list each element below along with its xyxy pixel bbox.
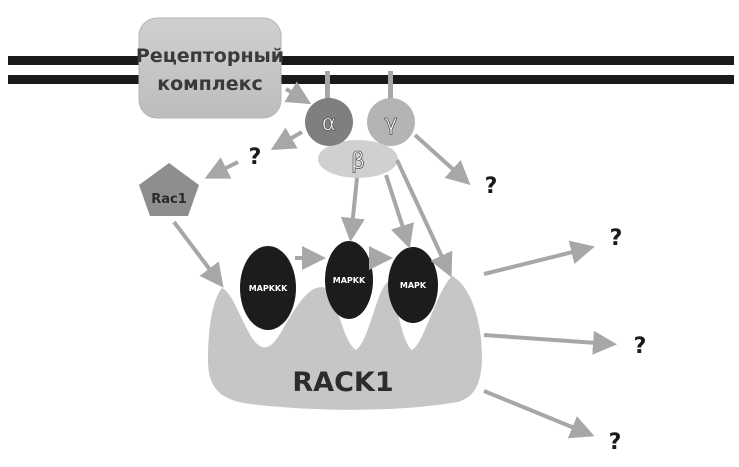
unknown-gamma-target: ? [485, 174, 498, 199]
arrow-rack1-to-unknown-3 [483, 389, 595, 439]
alpha-anchor [325, 71, 330, 101]
kinase-mapkkk: MAPKKK [240, 246, 296, 330]
receptor-label-line2: комплекс [157, 73, 263, 95]
rac1-label: Rac1 [151, 192, 187, 207]
g-protein: α γ β [305, 98, 415, 178]
arrow-receptor-to-alpha [284, 81, 312, 105]
membrane-outer-line [8, 56, 734, 65]
arrow-rack1-to-unknown-2 [483, 330, 617, 355]
arrow-beta-to-mapkk [340, 177, 365, 242]
arrow-beta-to-rack1 [395, 159, 453, 278]
mapk-label: MAPK [400, 281, 427, 290]
unknown-rack1-target-1: ? [610, 226, 623, 251]
membrane-inner-line [8, 75, 734, 84]
rac1-node: Rac1 [139, 163, 199, 216]
rack1-label: RACK1 [292, 367, 393, 398]
kinase-mapkk: MAPKK [325, 241, 373, 319]
beta-subunit [318, 140, 398, 178]
mapkkk-label: MAPKKK [249, 284, 288, 293]
unknown-rack1-target-2: ? [634, 334, 647, 359]
kinase-mapk: MAPK [388, 247, 438, 323]
arrow-alpha-to-unknown [270, 127, 303, 150]
rack1-scaffold: RACK1 [208, 276, 482, 410]
beta-label: β [351, 149, 365, 174]
gamma-label: γ [384, 111, 397, 136]
alpha-subunit [305, 98, 353, 146]
alpha-label: α [322, 111, 337, 136]
receptor-label-line1: Рецепторный [136, 45, 284, 67]
arrow-unknown-to-rac1 [204, 157, 239, 179]
unknown-rack1-target-3: ? [609, 430, 622, 455]
arrow-rac1-to-rack1 [172, 220, 224, 288]
arrow-rack1-to-unknown-1 [483, 240, 595, 276]
unknown-alpha-target: ? [249, 145, 262, 170]
arrow-beta-to-mapk [384, 174, 414, 249]
arrow-gamma-to-unknown [413, 133, 471, 186]
mapkk-label: MAPKK [333, 276, 366, 285]
gamma-subunit [367, 98, 415, 146]
gamma-anchor [388, 71, 393, 101]
receptor-complex: Рецепторный комплекс [136, 17, 284, 119]
